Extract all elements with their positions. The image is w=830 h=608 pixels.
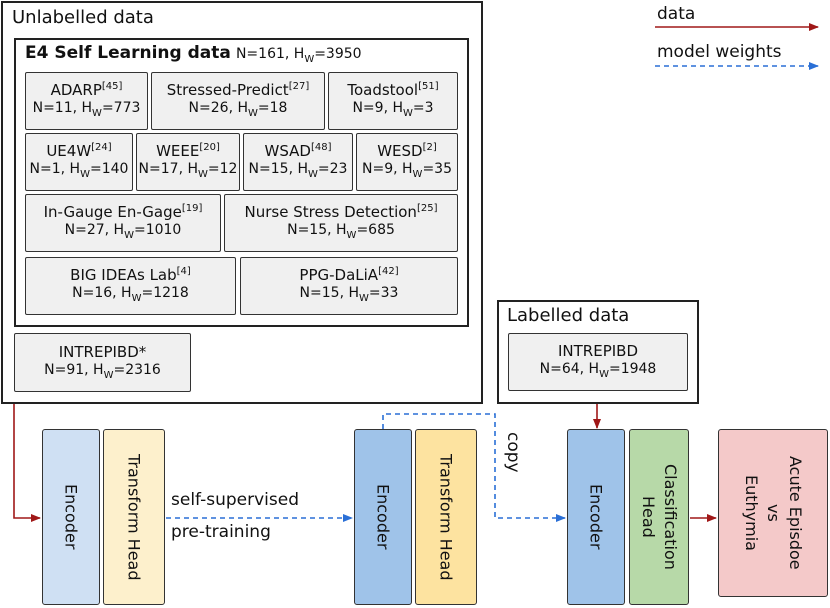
dataset-wesd: WESD[2] N=9, HW=35 [356,133,458,191]
dataset-adarp: ADARP[45] N=11, HW=773 [25,72,148,130]
output-label: Acute Episdoe vs Euthymia [742,456,805,570]
ssl-label-line1: self-supervised [171,490,299,510]
legend-weights-label: model weights [657,42,782,62]
copy-arrow [382,413,566,522]
dataset-wsad: WSAD[48] N=15, HW=23 [243,133,353,191]
dataset-big-ideas-lab: BIG IDEAs Lab[4] N=16, HW=1218 [25,257,236,315]
dataset-intrepibd-unlabelled: INTREPIBD* N=91, HW=2316 [14,333,191,392]
unlabelled-to-encoder-arrow [13,404,41,522]
legend-data-label: data [657,4,696,24]
encoder-finetune-label: Encoder [586,484,606,550]
transform-head-pretrain-label: Transform Head [124,453,144,581]
encoder-pretrained-block: Encoder [354,429,412,605]
dataset-nurse-stress-detection: Nurse Stress Detection[25] N=15, HW=685 [224,194,458,252]
encoder-pretrain-block: Encoder [42,429,100,605]
transform-head-pretrained-label: Transform Head [436,453,456,581]
dataset-ppg-dalia: PPG-DaLiA[42] N=15, HW=33 [240,257,458,315]
classification-head-block: Classification Head [629,429,689,605]
transform-head-pretrained-block: Transform Head [415,429,477,605]
dataset-intrepibd-labelled: INTREPIBD N=64, HW=1948 [508,333,688,391]
encoder-pretrained-label: Encoder [373,484,393,550]
classification-head-label: Classification Head [639,464,680,570]
e4-self-learning-title: E4 Self Learning data N=161, HW=3950 [25,43,362,65]
copy-label: copy [503,432,523,473]
output-block: Acute Episdoe vs Euthymia [718,429,828,597]
dataset-toadstool: Toadstool[51] N=9, HW=3 [328,72,458,130]
labelled-data-title: Labelled data [507,305,630,326]
unlabelled-data-title: Unlabelled data [12,7,154,28]
transform-head-pretrain-block: Transform Head [103,429,165,605]
encoder-pretrain-label: Encoder [61,484,81,550]
dataset-in-gauge-en-gage: In-Gauge En-Gage[19] N=27, HW=1010 [25,194,221,252]
encoder-finetune-block: Encoder [567,429,625,605]
dataset-weee: WEEE[20] N=17, HW=12 [136,133,240,191]
dataset-ue4w: UE4W[24] N=1, HW=140 [25,133,133,191]
ssl-label-line2: pre-training [171,522,271,542]
dataset-stressed-predict: Stressed-Predict[27] N=26, HW=18 [151,72,325,130]
